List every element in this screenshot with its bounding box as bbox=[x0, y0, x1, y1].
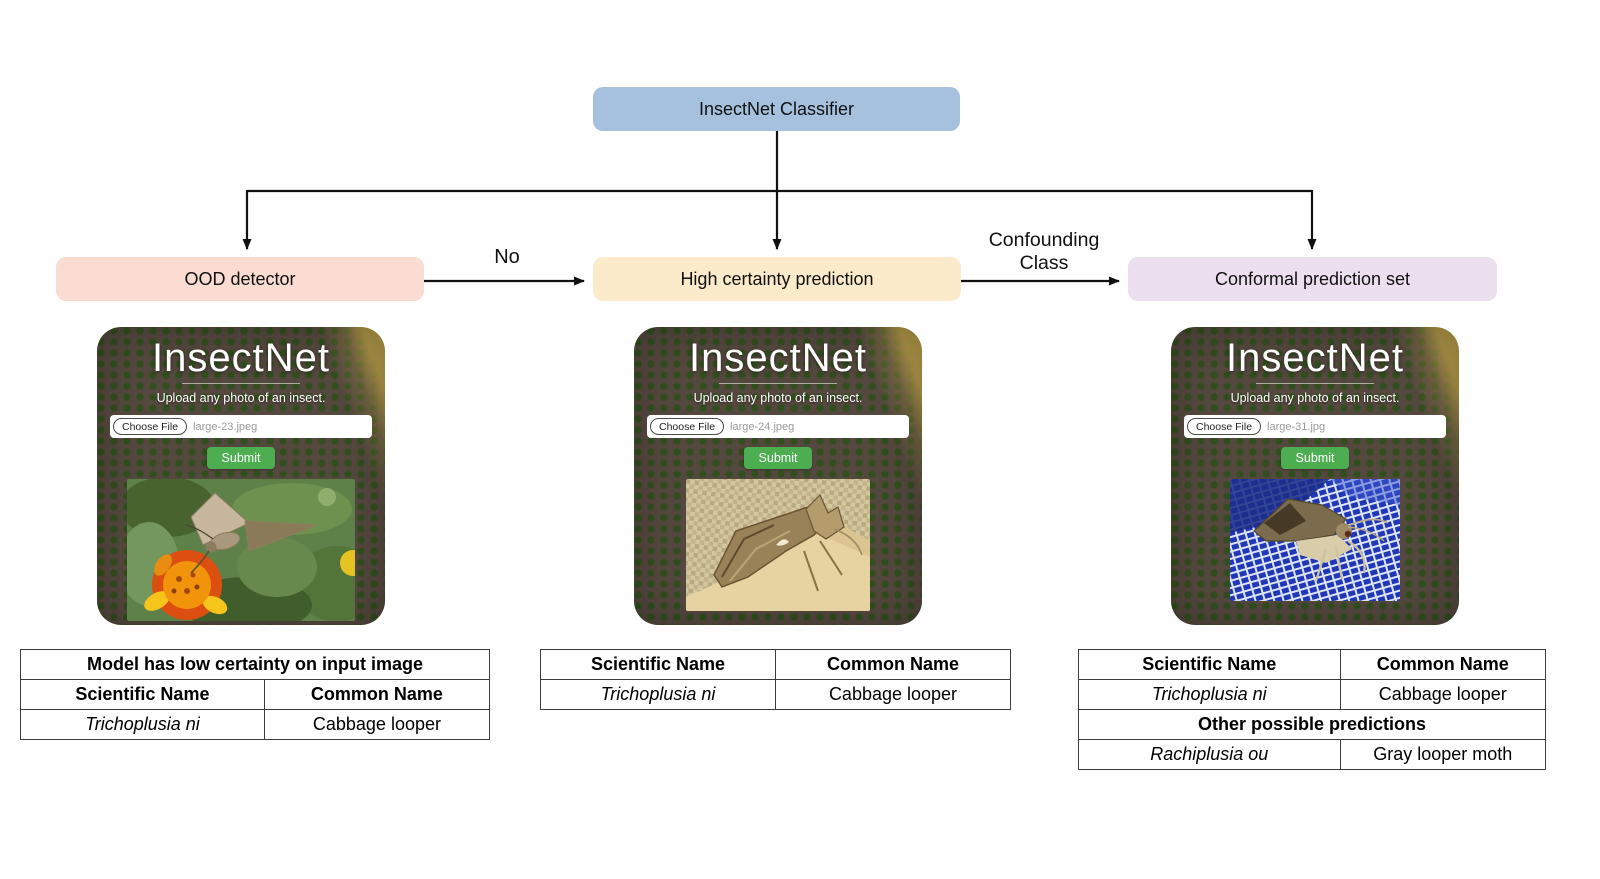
common-name-value: Gray looper moth bbox=[1339, 739, 1547, 770]
submit-button: Submit bbox=[1280, 447, 1350, 469]
common-name-value: Cabbage looper bbox=[775, 679, 1011, 710]
edge-label-confounding-class: Confounding Class bbox=[988, 229, 1100, 274]
insectnet-logo: InsectNet bbox=[689, 336, 867, 380]
file-upload-field: Choose File large-23.jpeg bbox=[110, 415, 372, 438]
submit-button: Submit bbox=[206, 447, 276, 469]
selected-filename: large-24.jpeg bbox=[730, 420, 795, 433]
flow-node-label: High certainty prediction bbox=[680, 268, 874, 289]
upload-instruction: Upload any photo of an insect. bbox=[156, 391, 326, 405]
table-row: Rachiplusia ou Gray looper moth bbox=[1078, 739, 1547, 770]
flow-node-label: Conformal prediction set bbox=[1214, 268, 1411, 289]
file-upload-field: Choose File large-31.jpg bbox=[1184, 415, 1446, 438]
table-row: Trichoplusia ni Cabbage looper bbox=[20, 709, 491, 740]
insect-photo-moth-on-blue-mesh bbox=[1230, 479, 1400, 601]
title-divider bbox=[719, 383, 837, 384]
insectnet-screenshot-high-certainty: InsectNet Upload any photo of an insect.… bbox=[634, 327, 922, 625]
column-header-scientific-name: Scientific Name bbox=[540, 649, 776, 680]
column-header-scientific-name: Scientific Name bbox=[1078, 649, 1341, 680]
ood-result-table: Model has low certainty on input image S… bbox=[20, 649, 491, 740]
edge-label-no: No bbox=[494, 246, 520, 268]
flow-node-label: OOD detector bbox=[184, 268, 296, 289]
scientific-name-value: Trichoplusia ni bbox=[20, 709, 265, 740]
other-predictions-banner: Other possible predictions bbox=[1078, 709, 1546, 740]
flow-node-insectnet-classifier: InsectNet Classifier bbox=[593, 87, 960, 131]
flow-node-conformal-set: Conformal prediction set bbox=[1128, 257, 1497, 301]
insectnet-logo: InsectNet bbox=[1226, 336, 1404, 380]
table-row: Scientific Name Common Name bbox=[20, 679, 491, 710]
file-upload-field: Choose File large-24.jpeg bbox=[647, 415, 909, 438]
upload-instruction: Upload any photo of an insect. bbox=[693, 391, 863, 405]
table-row: Trichoplusia ni Cabbage looper bbox=[540, 679, 1011, 710]
table-row: Scientific Name Common Name bbox=[540, 649, 1011, 680]
insectnet-screenshot-ood: InsectNet Upload any photo of an insect.… bbox=[97, 327, 385, 625]
column-header-common-name: Common Name bbox=[775, 649, 1011, 680]
common-name-value: Cabbage looper bbox=[263, 709, 491, 740]
insectnet-screenshot-conformal: InsectNet Upload any photo of an insect.… bbox=[1171, 327, 1459, 625]
table-row: Trichoplusia ni Cabbage looper bbox=[1078, 679, 1547, 710]
selected-filename: large-23.jpeg bbox=[193, 420, 258, 433]
upload-instruction: Upload any photo of an insect. bbox=[1230, 391, 1400, 405]
table-row: Model has low certainty on input image bbox=[20, 649, 490, 680]
insect-photo-moth-on-sandstone bbox=[686, 479, 870, 611]
column-header-scientific-name: Scientific Name bbox=[20, 679, 265, 710]
low-certainty-banner: Model has low certainty on input image bbox=[20, 649, 490, 680]
flow-node-ood-detector: OOD detector bbox=[56, 257, 424, 301]
submit-button: Submit bbox=[743, 447, 813, 469]
table-row: Other possible predictions bbox=[1078, 709, 1546, 740]
conformal-result-table: Scientific Name Common Name Trichoplusia… bbox=[1078, 649, 1547, 770]
choose-file-button: Choose File bbox=[1187, 418, 1262, 435]
table-row: Scientific Name Common Name bbox=[1078, 649, 1547, 680]
flow-node-high-certainty: High certainty prediction bbox=[593, 257, 961, 301]
scientific-name-value: Rachiplusia ou bbox=[1078, 739, 1341, 770]
scientific-name-value: Trichoplusia ni bbox=[1078, 679, 1341, 710]
column-header-common-name: Common Name bbox=[1339, 649, 1547, 680]
flow-node-label: InsectNet Classifier bbox=[698, 98, 855, 119]
common-name-value: Cabbage looper bbox=[1339, 679, 1547, 710]
selected-filename: large-31.jpg bbox=[1267, 420, 1326, 433]
choose-file-button: Choose File bbox=[650, 418, 725, 435]
title-divider bbox=[1256, 383, 1374, 384]
insect-photo-moth-on-marigold bbox=[127, 479, 355, 621]
high-certainty-result-table: Scientific Name Common Name Trichoplusia… bbox=[540, 649, 1011, 710]
insectnet-logo: InsectNet bbox=[152, 336, 330, 380]
title-divider bbox=[182, 383, 300, 384]
scientific-name-value: Trichoplusia ni bbox=[540, 679, 776, 710]
column-header-common-name: Common Name bbox=[263, 679, 491, 710]
choose-file-button: Choose File bbox=[113, 418, 188, 435]
